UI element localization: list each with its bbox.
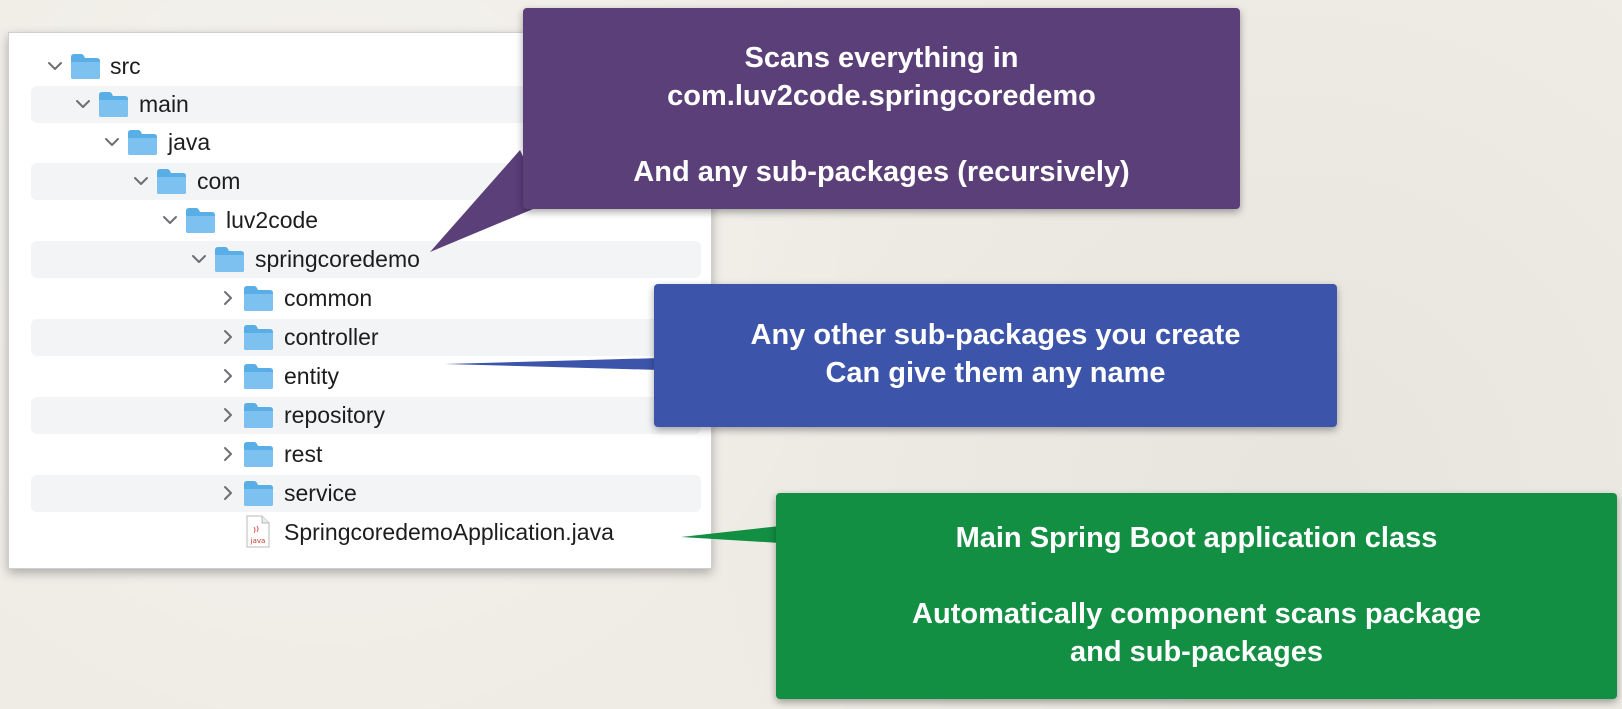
tree-label: SpringcoredemoApplication.java <box>284 519 614 545</box>
callout-scans-everything: Scans everything in com.luv2code.springc… <box>523 8 1240 209</box>
tree-label: entity <box>284 363 339 389</box>
chevron-down-icon[interactable] <box>46 57 64 75</box>
folder-icon <box>70 52 101 80</box>
callout-text: Can give them any name <box>825 357 1166 389</box>
folder-icon <box>127 128 158 156</box>
tree-label: main <box>139 91 189 117</box>
folder-icon <box>156 167 187 195</box>
callout-text: and sub-packages <box>1069 636 1324 668</box>
callout-main-application-class: Main Spring Boot application class Autom… <box>776 493 1617 699</box>
folder-icon <box>243 284 274 312</box>
tree-row-repository[interactable]: repository <box>31 397 701 434</box>
chevron-down-icon[interactable] <box>132 172 150 190</box>
tree-row-entity[interactable]: entity <box>31 358 701 395</box>
tree-label: repository <box>284 402 385 428</box>
chevron-right-icon[interactable] <box>219 367 237 385</box>
tree-row-application-file[interactable]: java SpringcoredemoApplication.java <box>31 514 701 551</box>
tree-label: src <box>110 53 141 79</box>
folder-icon <box>243 440 274 468</box>
chevron-down-icon[interactable] <box>103 133 121 151</box>
callout-other-subpackages: Any other sub-packages you create Can gi… <box>654 284 1337 427</box>
callout-text: Scans everything in <box>744 42 1019 74</box>
callout-text: com.luv2code.springcoredemo <box>667 80 1096 112</box>
callout-text: And any sub-packages (recursively) <box>633 156 1130 188</box>
tree-label: service <box>284 480 357 506</box>
tree-row-service[interactable]: service <box>31 475 701 512</box>
chevron-right-icon[interactable] <box>219 406 237 424</box>
tree-row-controller[interactable]: controller <box>31 319 701 356</box>
tree-label: controller <box>284 324 379 350</box>
folder-icon <box>243 479 274 507</box>
java-file-icon: java <box>246 515 270 548</box>
tree-row-src[interactable]: src <box>31 48 701 85</box>
tree-label: luv2code <box>226 207 319 233</box>
tree-label: java <box>168 129 211 155</box>
tree-label: rest <box>284 441 323 467</box>
tree-row-luv2code[interactable]: luv2code <box>31 202 701 239</box>
folder-icon <box>243 362 274 390</box>
folder-icon <box>243 401 274 429</box>
folder-icon <box>98 90 129 118</box>
tree-row-rest[interactable]: rest <box>31 436 701 473</box>
folder-icon <box>185 206 216 234</box>
tree-row-java[interactable]: java <box>31 124 701 161</box>
chevron-right-icon[interactable] <box>219 289 237 307</box>
tree-label: springcoredemo <box>255 246 420 272</box>
tree-label: common <box>284 285 373 311</box>
chevron-down-icon[interactable] <box>190 250 208 268</box>
chevron-right-icon[interactable] <box>219 328 237 346</box>
callout-text: Main Spring Boot application class <box>955 522 1438 554</box>
chevron-right-icon[interactable] <box>219 445 237 463</box>
chevron-right-icon[interactable] <box>219 484 237 502</box>
tree-row-springcoredemo[interactable]: springcoredemo <box>31 241 701 278</box>
chevron-down-icon[interactable] <box>74 95 92 113</box>
chevron-down-icon[interactable] <box>161 211 179 229</box>
folder-icon <box>214 245 245 273</box>
tree-row-common[interactable]: common <box>31 280 701 317</box>
folder-icon <box>243 323 274 351</box>
java-file-badge: java <box>250 537 266 545</box>
tree-label: com <box>197 168 241 194</box>
callout-text: Any other sub-packages you create <box>750 319 1241 351</box>
callout-text: Automatically component scans package <box>912 598 1481 630</box>
